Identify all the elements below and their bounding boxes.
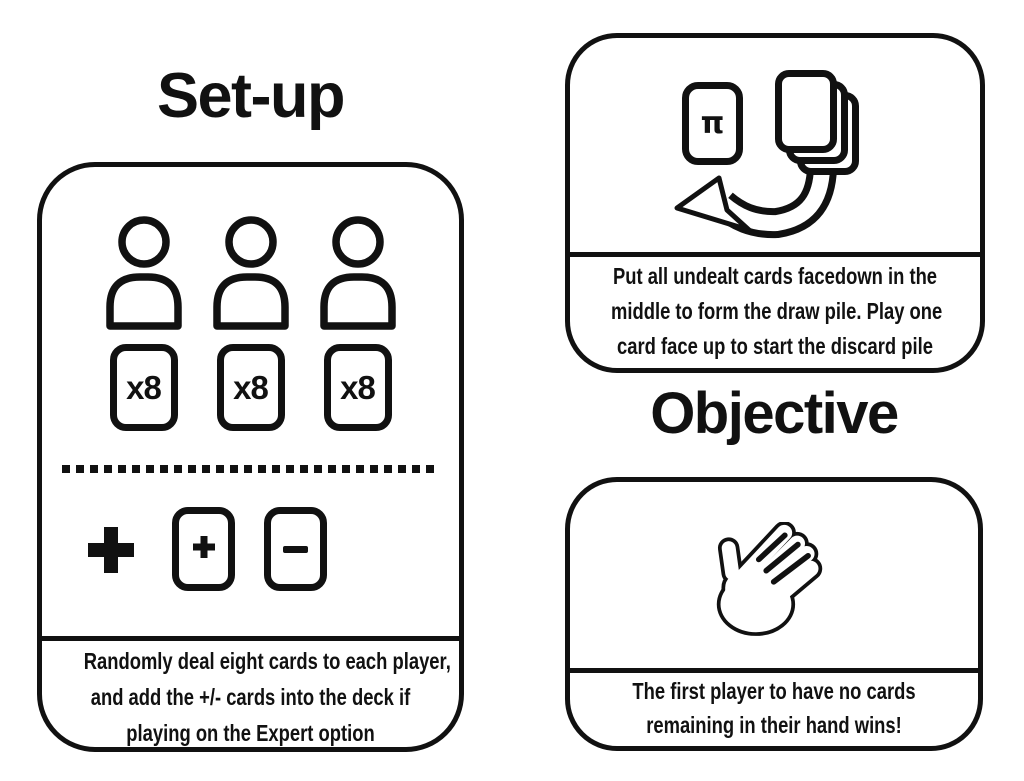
person-icon — [105, 214, 183, 336]
deal-cards-row: x8 x8 x8 — [42, 344, 459, 431]
person-icon — [319, 214, 397, 336]
caption-line: remaining in their hand wins! — [646, 712, 902, 738]
minus-card-symbol-icon — [283, 545, 308, 553]
panel-divider — [570, 252, 980, 257]
draw-pile-panel: π Put all undealt cards facedown in the … — [565, 33, 985, 373]
person-icon — [212, 214, 290, 336]
card-stack-icon — [775, 70, 837, 153]
objective-panel: The first player to have no cards remain… — [565, 477, 983, 751]
deal-card-label: x8 — [340, 368, 376, 406]
waving-hand-icon — [714, 522, 824, 643]
caption-line: middle to form the draw pile. Play one — [611, 298, 943, 324]
minus-card — [264, 507, 327, 591]
setup-caption: Randomly deal eight cards to each player… — [83, 643, 451, 751]
caption-line: card face up to start the discard pile — [617, 333, 933, 359]
pi-card-label: π — [700, 106, 725, 141]
deal-card-label: x8 — [126, 368, 162, 406]
setup-panel: x8 x8 x8 Rando — [37, 162, 464, 752]
caption-line: The first player to have no cards — [632, 678, 916, 704]
draw-pile-caption: Put all undealt cards facedown in the mi… — [611, 259, 943, 364]
caption-line: and add the +/- cards into the deck if — [90, 684, 411, 710]
pi-card: π — [682, 82, 743, 165]
caption-line: playing on the Expert option — [126, 720, 375, 746]
objective-title: Objective — [650, 381, 899, 446]
plus-icon — [87, 526, 135, 579]
objective-caption: The first player to have no cards remain… — [611, 674, 937, 742]
plus-card-symbol-icon — [191, 534, 217, 565]
curved-arrow-icon — [665, 166, 845, 253]
deal-card: x8 — [109, 344, 178, 431]
deal-card: x8 — [216, 344, 285, 431]
deal-card: x8 — [323, 344, 392, 431]
caption-line: Randomly deal eight cards to each player… — [83, 648, 451, 674]
plus-card — [172, 507, 235, 591]
setup-title: Set-up — [157, 61, 345, 131]
dotted-divider — [62, 465, 440, 473]
caption-line: Put all undealt cards facedown in the — [612, 263, 938, 289]
panel-divider — [570, 668, 978, 673]
panel-divider — [42, 636, 459, 641]
deal-card-label: x8 — [233, 368, 269, 406]
players-row — [42, 214, 459, 336]
